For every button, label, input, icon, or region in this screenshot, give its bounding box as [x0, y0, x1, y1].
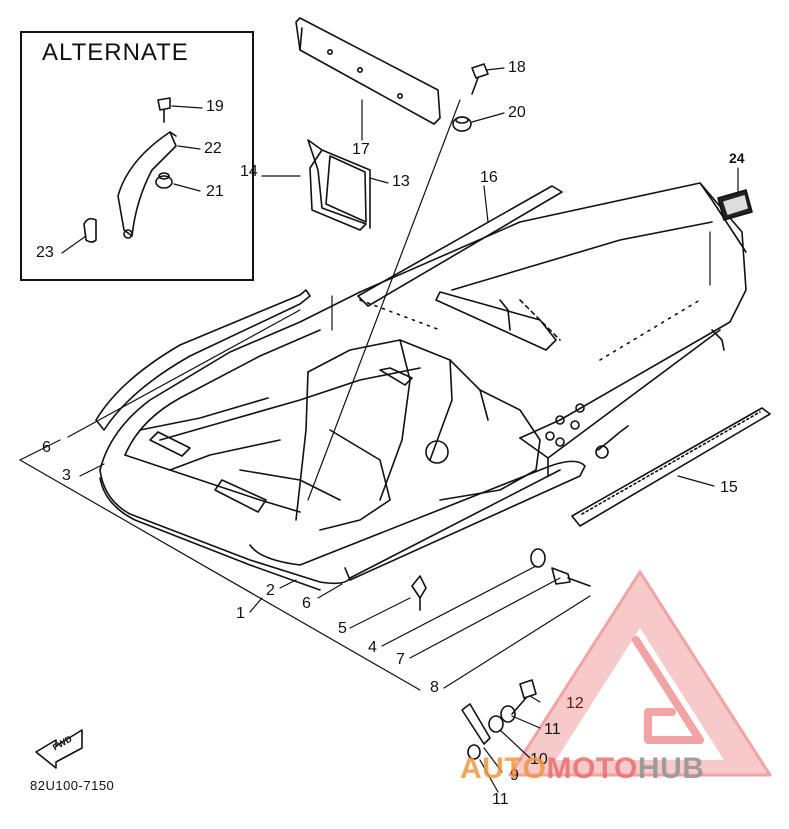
watermark-part-hub: HUB	[637, 752, 705, 785]
callout-8: 8	[430, 679, 439, 696]
callout-23: 23	[36, 244, 54, 261]
callout-19: 19	[206, 98, 224, 115]
callout-7: 7	[396, 651, 405, 668]
watermark-part-moto: MOTO	[546, 752, 638, 785]
side-rail-part-16	[357, 185, 563, 307]
fasteners-18-20	[452, 63, 489, 132]
front-rail-part-6	[95, 289, 311, 431]
alternate-title: ALTERNATE	[42, 39, 189, 66]
callout-9: 9	[510, 767, 519, 784]
callout-1: 1	[236, 605, 245, 622]
callout-15: 15	[720, 479, 738, 496]
fwd-arrow-icon	[35, 729, 83, 769]
callout-11-upper: 11	[544, 721, 561, 738]
upper-panel-part-17	[295, 17, 441, 125]
watermark-part-auto: AUTO	[460, 752, 547, 785]
trim-parts-13-14	[307, 139, 371, 231]
watermark-text: AUTOMOTOHUB	[460, 752, 704, 786]
callout-4: 4	[368, 639, 377, 656]
callout-11-lower: 11	[492, 791, 509, 808]
callout-10: 10	[530, 751, 548, 768]
callout-6-bumper: 6	[302, 595, 311, 612]
chassis-body	[99, 182, 747, 591]
alternate-parts	[83, 97, 177, 243]
alternate-inset-box: ALTERNATE	[20, 31, 254, 281]
callout-2: 2	[266, 582, 275, 599]
callout-13: 13	[392, 173, 410, 190]
callout-12: 12	[566, 695, 584, 712]
leader-lines	[19, 67, 739, 793]
fasteners-7-12	[411, 425, 629, 760]
callout-3: 3	[62, 467, 71, 484]
callout-5: 5	[338, 620, 347, 637]
callout-16: 16	[480, 169, 498, 186]
callout-6-front: 6	[42, 439, 51, 456]
callout-17: 17	[352, 141, 370, 158]
callout-20: 20	[508, 104, 526, 121]
callout-22: 22	[204, 140, 222, 157]
diagram-code: 82U100-7150	[30, 778, 115, 793]
callout-14: 14	[240, 163, 258, 180]
callout-18: 18	[508, 59, 526, 76]
callout-24: 24	[729, 150, 745, 166]
badge-part-24	[717, 189, 753, 221]
side-rail-part-15	[571, 407, 771, 527]
watermark-logo-icon	[508, 570, 772, 777]
callout-21: 21	[206, 183, 224, 200]
